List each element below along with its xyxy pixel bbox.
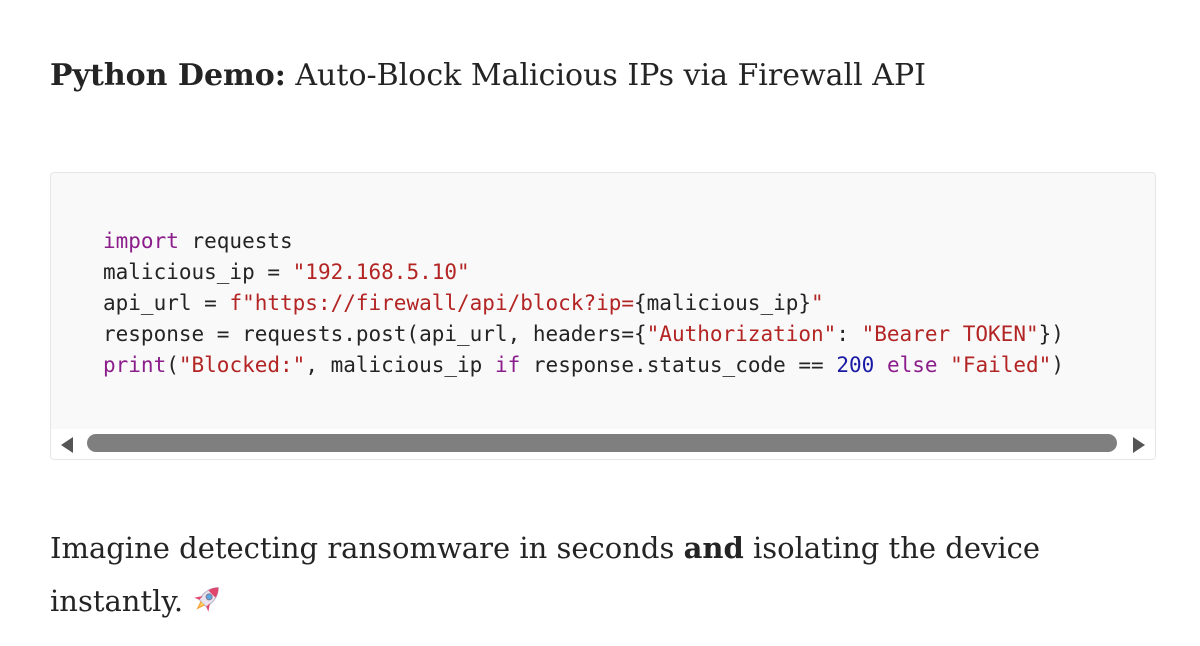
code-token: response.status_code == [520,353,837,377]
code-token: ) [1051,353,1064,377]
code-token: : [836,322,862,346]
code-line: malicious_ip = "192.168.5.10" [103,257,1064,288]
section-heading: Python Demo: Auto-Block Malicious IPs vi… [50,56,926,96]
triangle-left-icon[interactable] [61,437,73,453]
code-line: response = requests.post(api_url, header… [103,319,1064,350]
code-token: "Authorization" [646,322,837,346]
paragraph-text-1: Imagine detecting ransomware in seconds [50,531,684,565]
paragraph-bold-and: and [683,531,744,565]
code-token: , malicious_ip [305,353,495,377]
code-token: "Bearer TOKEN" [861,322,1039,346]
rocket-icon [189,581,225,617]
paragraph-text-2: isolating the device instantly. [50,531,1041,618]
horizontal-scrollbar[interactable] [51,429,1155,459]
scrollbar-thumb[interactable] [87,434,1117,452]
triangle-right-icon[interactable] [1133,437,1145,453]
heading-rest: Auto-Block Malicious IPs via Firewall AP… [285,58,926,93]
code-token [874,353,887,377]
code-token: "Failed" [950,353,1052,377]
code-token: requests [178,229,293,253]
heading-bold: Python Demo: [50,58,286,93]
code-token: }) [1038,322,1064,346]
code-token: response = requests.post(api_url, header… [103,322,647,346]
code-token: import [103,229,179,253]
code-token: malicious_ip = [103,260,293,284]
code-token: {malicious_ip} [634,291,812,315]
code-token: print [103,353,167,377]
body-paragraph: Imagine detecting ransomware in seconds … [50,522,1130,628]
code-token: " [811,291,824,315]
code-line: api_url = f"https://firewall/api/block?i… [103,288,1064,319]
code-token: api_url = [103,291,230,315]
code-token: "Blocked:" [178,353,306,377]
code-token: ( [166,353,179,377]
code-token: "192.168.5.10" [292,260,470,284]
code-token: else [886,353,938,377]
code-token: if [494,353,521,377]
code-token: f"https://firewall/api/block?ip= [229,291,635,315]
code-token: 200 [836,353,875,377]
code-line: print("Blocked:", malicious_ip if respon… [103,350,1064,381]
code-token [938,353,951,377]
code-line: import requests [103,226,1064,257]
